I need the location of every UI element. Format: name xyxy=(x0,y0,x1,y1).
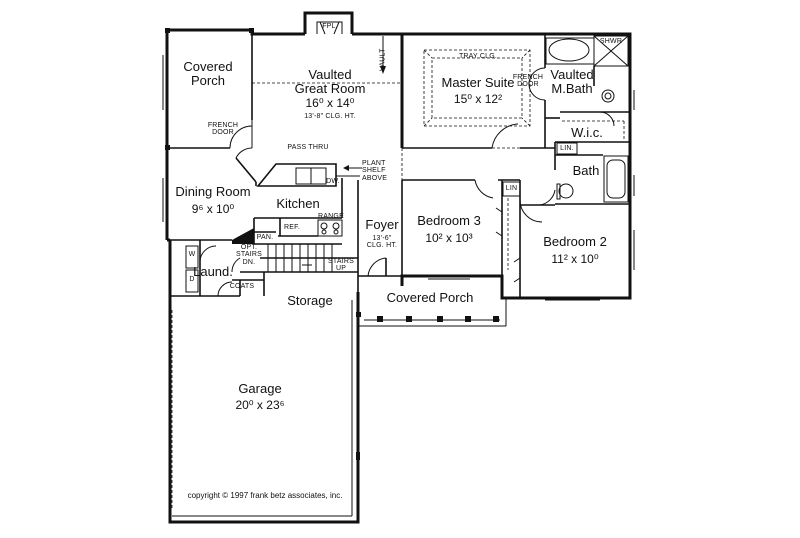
storage-name: Storage xyxy=(287,293,333,308)
garage-door xyxy=(171,300,360,517)
range-label: RANGE xyxy=(318,213,344,220)
stairs xyxy=(240,244,359,292)
great-room-ceiling: 13'-8" CLG. HT. xyxy=(304,113,356,120)
kitchen-walls xyxy=(232,157,360,245)
bedroom-3-dims: 10² x 10³ xyxy=(425,231,473,245)
laundry-name: Laund. xyxy=(193,264,233,279)
laundry-walls xyxy=(170,239,265,297)
master-suite-name: Master Suite xyxy=(441,75,515,90)
covered-porch-top-walls xyxy=(165,28,254,159)
french-door-master-label: FRENCH DOOR xyxy=(512,74,544,89)
bath-name: Bath xyxy=(572,163,600,178)
washer-label: W xyxy=(188,251,196,258)
fireplace-label: FPL. xyxy=(322,23,338,30)
windows xyxy=(162,55,635,301)
dishwasher-label: DW. xyxy=(326,178,340,185)
covered-porch-front-name: Covered Porch xyxy=(386,290,474,305)
bedroom-2-name: Bedroom 2 xyxy=(543,234,607,249)
coats-label: COATS xyxy=(229,283,255,290)
vault-arrow xyxy=(380,36,386,74)
great-room-dims: 16⁰ x 14⁰ xyxy=(305,96,355,110)
plant-shelf-label: PLANT SHELF ABOVE xyxy=(362,160,388,182)
master-bath-fixtures xyxy=(545,35,630,127)
refrigerator-label: REF. xyxy=(284,224,300,231)
linen-hall-label: LIN xyxy=(505,185,518,192)
master-suite-walls xyxy=(400,34,555,149)
foyer-name: Foyer xyxy=(365,217,399,232)
bedroom-2-dims: 11² x 10⁰ xyxy=(551,252,599,266)
bath-fixtures xyxy=(539,154,630,206)
dining-room-name: Dining Room xyxy=(175,184,251,199)
optional-stairs-label: OPT. STAIRS DN. xyxy=(236,244,262,266)
foyer-ceiling: 13'-6" CLG. HT. xyxy=(366,235,398,250)
stairs-up-label: STAIRS UP xyxy=(328,258,354,273)
garage-dims: 20⁰ x 23⁶ xyxy=(235,398,285,412)
pantry-label: PAN. xyxy=(256,234,274,241)
exterior-walls xyxy=(165,11,632,524)
dining-room-dims: 9⁶ x 10⁰ xyxy=(191,202,235,216)
copyright-notice: copyright © 1997 frank betz associates, … xyxy=(187,491,343,500)
garage-name: Garage xyxy=(238,381,282,396)
bedroom-walls xyxy=(401,179,555,298)
great-room-name: Vaulted Great Room xyxy=(294,67,366,96)
tray-ceiling-label: TRAY CLG. xyxy=(458,53,498,60)
master-bath-name: Vaulted M.Bath xyxy=(550,67,594,96)
wic-walls xyxy=(545,117,630,170)
fireplace xyxy=(316,21,343,35)
kitchen-name: Kitchen xyxy=(276,196,320,211)
covered-porch-front-outline xyxy=(356,298,507,327)
foyer-walls xyxy=(357,180,402,277)
shower-label: SHWR xyxy=(599,38,623,45)
wic-name: W.i.c. xyxy=(571,125,603,140)
covered-porch-top-name: Covered Porch xyxy=(183,59,233,88)
master-suite-dims: 15⁰ x 12² xyxy=(453,92,503,106)
dryer-label: D xyxy=(189,276,195,283)
pass-thru-label: PASS THRU xyxy=(287,144,329,151)
french-door-porch-label: FRENCH DOOR xyxy=(207,122,239,137)
linen-bath-label: LIN. xyxy=(560,145,574,152)
bedroom-3-name: Bedroom 3 xyxy=(417,213,481,228)
